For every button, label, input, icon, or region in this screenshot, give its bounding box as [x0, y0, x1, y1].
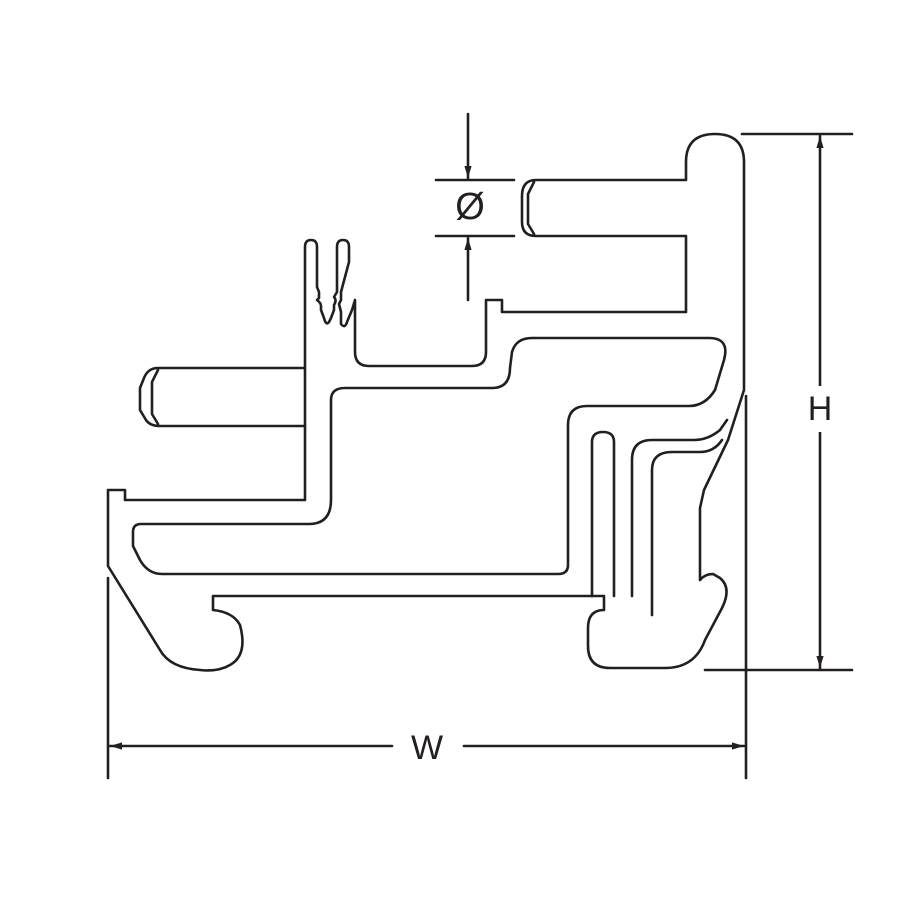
top-right-peg — [526, 180, 536, 236]
profile-hollow — [131, 336, 727, 576]
width-dimension — [106, 394, 748, 780]
left-peg — [138, 366, 307, 428]
height-label: H — [807, 386, 833, 432]
diameter-label: Ø — [455, 186, 485, 228]
profile-stem — [590, 418, 729, 617]
profile-outline — [106, 132, 746, 672]
diameter-dimension — [434, 112, 516, 302]
width-label: W — [404, 731, 450, 765]
height-dimension — [703, 132, 854, 672]
